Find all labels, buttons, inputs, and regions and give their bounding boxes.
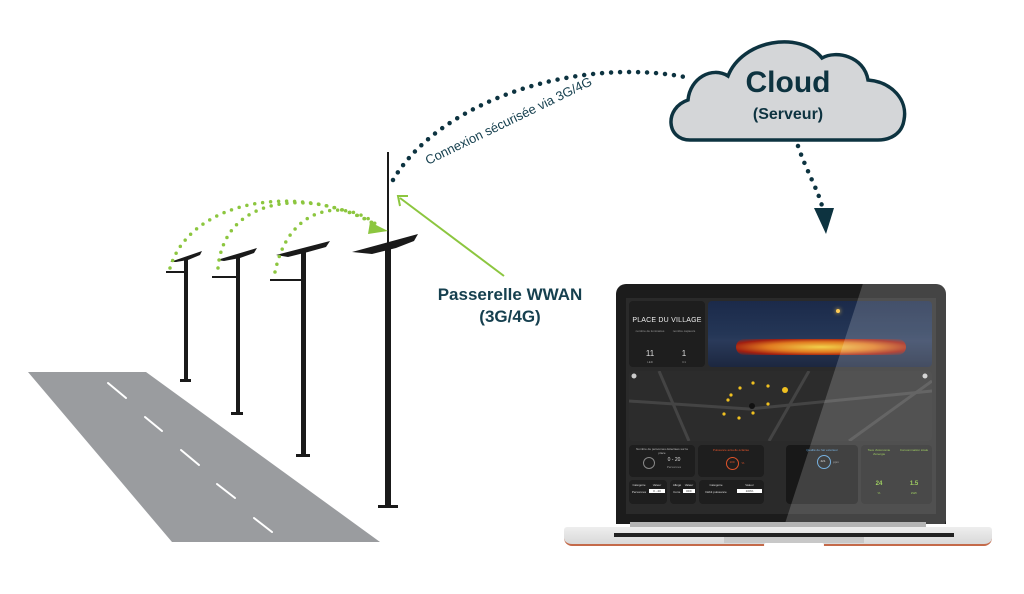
- cloud-shape: [669, 40, 907, 142]
- map-canvas: [629, 371, 932, 441]
- air-gauge: [817, 455, 831, 469]
- table2-col2: Valeur: [684, 483, 694, 487]
- map-marker[interactable]: [726, 398, 730, 402]
- cloud-subtitle: (Serveur): [753, 106, 823, 123]
- table-allege: Allégé Valeur Cons. OFF: [670, 480, 696, 504]
- table3-col2: Valeur: [745, 483, 754, 487]
- table1-col1: Catégorie: [632, 483, 646, 487]
- map-zoom-left-icon[interactable]: [631, 373, 637, 379]
- consumption-unit: kWh: [911, 491, 917, 495]
- persons-value: 0 - 20: [667, 457, 681, 463]
- persons-panel: Nombre de personnes détectées sur la pla…: [629, 445, 695, 477]
- table1-row-label: Personnes: [631, 490, 647, 494]
- energy-panel: Taux d'économie d'énergie Consommation t…: [861, 445, 932, 504]
- cloud-to-laptop-link: [795, 143, 825, 209]
- map-zoom-right-icon[interactable]: [922, 373, 928, 379]
- laptop-deck: [564, 527, 992, 547]
- air-quality-panel: Qualité de l'air extérieur 421 ppm: [786, 445, 858, 504]
- air-unit: ppm: [833, 460, 839, 464]
- table3-row-value[interactable]: 100%: [737, 489, 762, 493]
- gateway-pointer-arrow-icon: [396, 195, 408, 207]
- laptop-lid: PLACE DU VILLAGE nombre de luminaires no…: [616, 284, 946, 524]
- gateway-label: Passerelle WWAN (3G/4G): [400, 284, 620, 328]
- opening-notch: [764, 543, 824, 547]
- table2-col1: Allégé: [672, 483, 682, 487]
- stat-left-value: 11: [645, 349, 655, 358]
- table-power: Catégorie Valeur Débit puissance 100%: [699, 480, 764, 504]
- map-center-icon: [749, 403, 755, 409]
- map-marker[interactable]: [738, 386, 742, 390]
- cloud-connection-arc: [390, 69, 693, 183]
- table1-col2: Valeur: [652, 483, 662, 487]
- table2-row-label: Cons.: [673, 490, 681, 494]
- stat-left-unit: LED: [647, 360, 653, 364]
- streetlight-2: [212, 248, 257, 415]
- gateway-label-line2: (3G/4G): [479, 307, 541, 326]
- trackpad: [724, 537, 864, 543]
- power-unit: %: [741, 461, 745, 465]
- savings-unit: %: [877, 491, 881, 495]
- streetlamp-glow: [836, 309, 840, 313]
- gateway-label-line1: Passerelle WWAN: [437, 285, 583, 304]
- people-icon: [643, 457, 655, 469]
- streetlight-3: [270, 241, 330, 457]
- mesh-link-arcs: [168, 199, 380, 274]
- heatmap-overlay: [736, 339, 906, 355]
- road-dashes: [107, 382, 273, 533]
- air-title: Qualité de l'air extérieur: [806, 448, 838, 452]
- power-value: 100: [729, 460, 735, 464]
- stat-right-value: 1: [681, 349, 687, 358]
- stat-left-label: nombre de luminaires: [635, 329, 665, 333]
- down-arrow-icon: [814, 208, 834, 234]
- gateway-pointer-line: [399, 197, 505, 277]
- map-marker[interactable]: [751, 411, 755, 415]
- laptop-base: [560, 522, 996, 550]
- map-marker[interactable]: [766, 384, 770, 388]
- persons-unit: Personnes: [666, 465, 682, 469]
- map-marker[interactable]: [766, 402, 770, 406]
- road: [28, 372, 380, 542]
- stat-right-label: nombre capteurs: [672, 329, 696, 333]
- location-panel: PLACE DU VILLAGE nombre de luminaires no…: [629, 301, 705, 367]
- cloud-title: Cloud: [746, 66, 831, 99]
- table3-col1: Catégorie: [709, 483, 723, 487]
- laptop: PLACE DU VILLAGE nombre de luminaires no…: [560, 284, 996, 564]
- location-title: PLACE DU VILLAGE: [632, 317, 702, 324]
- consumption-value: 1.5: [909, 481, 919, 487]
- map-marker[interactable]: [722, 412, 726, 416]
- dashboard-screen: PLACE DU VILLAGE nombre de luminaires no…: [626, 284, 946, 524]
- map-marker[interactable]: [737, 416, 741, 420]
- power-title: Puissance actuelle éclairée: [712, 448, 750, 452]
- consumption-title: Consommation totale: [899, 448, 929, 452]
- mesh-arrowhead-icon: [368, 222, 388, 234]
- power-gauge: [726, 457, 739, 470]
- map-marker[interactable]: [729, 393, 733, 397]
- power-panel: Puissance actuelle éclairée 100 %: [698, 445, 764, 477]
- map-marker[interactable]: [751, 381, 755, 385]
- table-persons: Catégorie Valeur Personnes 0 - 20: [629, 480, 667, 504]
- map-panel: [629, 371, 932, 441]
- streetlight-gateway: [352, 152, 418, 508]
- persons-title: Nombre de personnes détectées sur la pla…: [636, 447, 688, 455]
- streetlight-1: [166, 251, 202, 382]
- table3-row-label: Débit puissance: [705, 490, 727, 494]
- keyboard: [614, 533, 954, 537]
- savings-title: Taux d'économie d'énergie: [867, 448, 891, 456]
- air-value: 421: [820, 459, 826, 463]
- laptop-hinge: [630, 522, 926, 528]
- table1-row-value[interactable]: 0 - 20: [649, 489, 665, 493]
- table2-row-value[interactable]: OFF: [683, 489, 695, 493]
- heatmap-image: [708, 301, 932, 367]
- savings-value: 24: [875, 481, 883, 487]
- connection-label: Connexion sécurisée via 3G/4G: [423, 74, 595, 168]
- stat-right-unit: C1: [682, 360, 686, 364]
- map-marker-selected[interactable]: [782, 387, 788, 393]
